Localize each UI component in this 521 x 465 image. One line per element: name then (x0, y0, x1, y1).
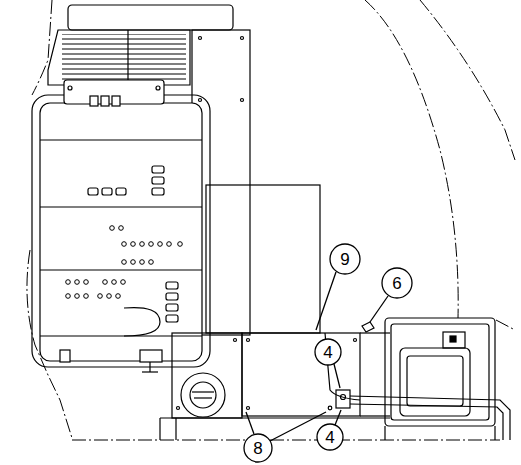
grille (48, 30, 190, 85)
access-panel (242, 333, 360, 416)
callout-circles (244, 244, 412, 462)
handle-frame (32, 95, 210, 367)
callout-number: 4 (325, 429, 334, 446)
callout-number: 6 (392, 275, 401, 292)
inner-box (400, 348, 470, 416)
right-housing (385, 318, 495, 426)
round-cap (181, 373, 225, 417)
callout-number: 4 (323, 344, 332, 361)
top-cover (68, 5, 233, 30)
screw (362, 322, 374, 332)
callout-number: 8 (253, 440, 262, 457)
lower-left-panel (172, 333, 242, 418)
middle-panel (206, 185, 320, 333)
bracket (336, 390, 350, 408)
front-panel (40, 103, 202, 361)
phantom-outline (27, 0, 515, 440)
callout-number: 9 (340, 251, 349, 268)
